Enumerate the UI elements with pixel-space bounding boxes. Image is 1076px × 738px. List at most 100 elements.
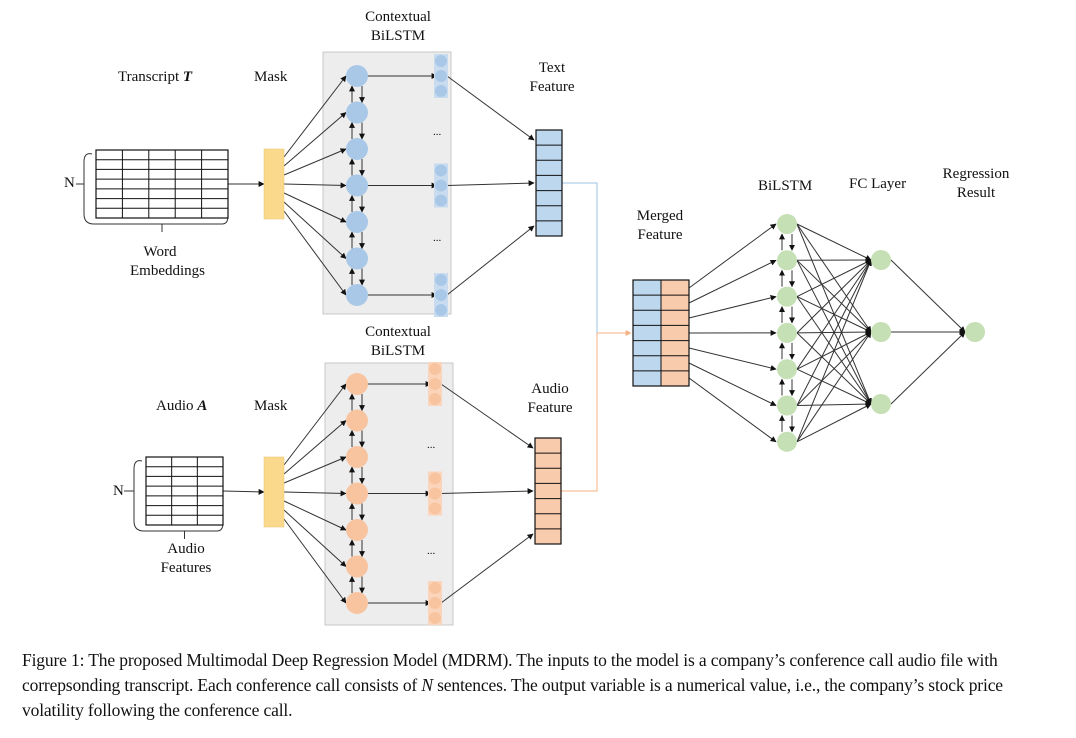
arrow-bilstm-to-fc (796, 331, 872, 406)
arrow-bilstm-to-fc (796, 259, 872, 298)
output-stack-node (435, 55, 447, 67)
lstm-node (346, 482, 368, 505)
output-stack-node (429, 378, 441, 390)
arrow-bilstm-to-fc (796, 259, 872, 406)
arrow-to-feature (446, 180, 535, 187)
merged-feature-text-half (633, 280, 661, 386)
n-label-bottom: N (113, 483, 124, 499)
bilstm-node (777, 286, 797, 307)
text-feature-vector (535, 129, 563, 237)
audio-feature-vector (534, 437, 562, 545)
bilstm-node (777, 431, 797, 452)
bilstm-node (777, 214, 797, 234)
lstm-node (346, 592, 368, 614)
arrow-mask-to-lstm (283, 192, 347, 223)
audio-label: Audio A (156, 398, 208, 414)
lstm-node (346, 247, 368, 270)
fc-node (871, 250, 891, 270)
output-stack-node (429, 487, 441, 500)
arrow-mask-to-lstm (283, 490, 347, 497)
arrow-merged-to-bilstm (688, 223, 777, 289)
output-stack-node (435, 289, 447, 301)
bilstm-label: BiLSTM (758, 178, 813, 194)
arrow-bilstm-to-fc (796, 401, 872, 408)
arrow-to-feature (446, 225, 535, 296)
arrow-to-feature (440, 488, 534, 495)
word-embeddings-table (95, 149, 229, 219)
arrow-to-feature (446, 75, 535, 141)
bilstm-node (777, 322, 797, 343)
bilstm-node (777, 250, 797, 271)
arrow-mask-to-lstm (283, 509, 347, 567)
ellipsis: ... (427, 545, 436, 557)
arrow-bilstm-to-fc (796, 259, 872, 334)
ellipsis: ... (427, 439, 436, 451)
n-label-top: N (64, 175, 75, 191)
lstm-node (346, 101, 368, 124)
arrow-bilstm-to-fc (796, 259, 872, 442)
arrow-mask-to-lstm (283, 148, 347, 176)
lstm-node (346, 65, 368, 87)
output-stack-node (429, 612, 441, 624)
mask-block (263, 148, 285, 220)
merged-feature-audio-half (661, 280, 689, 386)
output-stack-node (429, 502, 441, 515)
mask-label-bottom: Mask (254, 398, 288, 414)
output-stack-node (435, 304, 447, 316)
arrow-to-feature (440, 533, 534, 604)
output-stack-node (435, 85, 447, 97)
bilstm-node (777, 359, 797, 380)
text-feature-link (562, 182, 598, 333)
arrow-mask-to-lstm (283, 420, 347, 475)
lstm-node (346, 519, 368, 541)
arrow-to-feature (440, 383, 534, 449)
arrow-merged-to-bilstm (688, 294, 777, 319)
lstm-node (346, 446, 368, 468)
arrow-merged-to-bilstm (688, 377, 777, 443)
ellipsis: ... (433, 232, 442, 244)
output-stack-node (429, 582, 441, 594)
lstm-node (346, 284, 368, 306)
arrow-fc-to-output (890, 331, 966, 405)
arrow-mask-to-lstm (283, 112, 347, 167)
arrow-mask-to-lstm (283, 456, 347, 484)
output-stack-node (435, 194, 447, 207)
arrow-mask-to-lstm (283, 182, 347, 189)
output-stack-node (435, 179, 447, 192)
lstm-node (346, 138, 368, 160)
fc-node (871, 394, 891, 414)
arrow-bilstm-to-fc (796, 259, 872, 370)
output-stack-node (435, 164, 447, 177)
arrow-bilstm-to-fc (796, 331, 872, 443)
output-stack-node (429, 393, 441, 405)
arrow-table-to-mask (222, 488, 265, 495)
transcript-label: Transcript T (118, 69, 193, 85)
bracket (133, 460, 224, 532)
figure-caption: Figure 1: The proposed Multimodal Deep R… (22, 650, 1003, 720)
lstm-node (346, 174, 368, 197)
output-stack-node (429, 472, 441, 485)
mask-label-top: Mask (254, 69, 288, 85)
arrow-mask-to-lstm (283, 75, 347, 158)
mdrm-diagram (76, 51, 985, 626)
arrow-merged-to-bilstm (688, 347, 777, 371)
arrow-fc-to-output (890, 259, 966, 333)
audio-feature-link (561, 333, 598, 492)
arrow-merged-to-bilstm (688, 259, 777, 304)
audio-features-table (145, 456, 224, 526)
arrow-mask-to-lstm (283, 210, 347, 296)
mask-block (263, 456, 285, 528)
bracket (83, 153, 229, 225)
fc-node (871, 322, 891, 342)
arrow-bilstm-to-fc (796, 403, 872, 443)
lstm-node (346, 373, 368, 395)
lstm-node (346, 409, 368, 432)
